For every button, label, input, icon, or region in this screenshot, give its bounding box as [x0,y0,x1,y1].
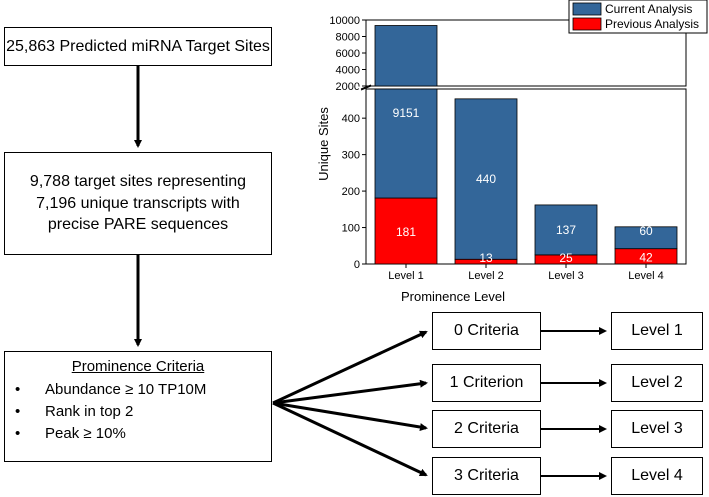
y-tick-label: 4000 [336,65,360,77]
x-tick-label: Level 3 [548,270,583,282]
criteria-box-3: 3 Criteria [432,457,541,495]
level-label: Level 3 [631,420,683,437]
data-label-previous: 181 [396,225,416,239]
legend-frame [568,0,708,34]
criteria-box-1: 1 Criterion [432,364,541,402]
data-label-previous: 42 [639,250,653,264]
total-sites-box: 25,863 Predicted miRNA Target Sites [4,27,272,66]
level-box-2: Level 2 [611,364,703,402]
x-axis-title: Prominence Level [401,289,505,304]
legend-swatch-previous [572,17,602,31]
criteria-list: Abundance ≥ 10 TP10M Rank in top 2 Peak … [13,379,263,444]
level-box-3: Level 3 [611,410,703,448]
bar-current-upper [374,25,438,87]
y-tick-label: 200 [342,186,360,198]
level-label: Level 4 [631,467,683,484]
criteria-label: 0 Criteria [454,322,519,339]
chart-marks: 0 100 200 300 400 2000 4000 6000 8000 10000Level … [329,15,694,282]
data-label-previous: 25 [559,251,573,265]
data-label-current: 137 [556,223,576,237]
axis-break-gap [358,86,694,89]
level-box-1: Level 1 [611,312,703,350]
upper-axis-frame [365,19,687,87]
criteria-item-rank: Rank in top 2 [13,401,263,423]
y-tick-label: 300 [342,150,360,162]
legend-label-current: Current Analysis [605,2,692,16]
lower-axis-frame [365,88,687,265]
data-label-current: 9151 [393,106,420,120]
bar-previous [374,197,438,265]
criteria-title: Prominence Criteria [71,358,205,375]
legend-swatch-current [572,2,602,16]
y-tick-label: 2000 [336,81,360,93]
legend: Current Analysis Previous Analysis [568,0,708,34]
x-tick-label: Level 2 [468,270,503,282]
x-tick-label: Level 1 [388,270,423,282]
total-sites-text: 25,863 Predicted miRNA Target Sites [6,37,270,55]
criteria-item-peak: Peak ≥ 10% [13,423,263,445]
arrow-branch-2 [272,401,428,431]
y-tick-label: 400 [342,113,360,125]
criteria-label: 3 Criteria [454,467,519,484]
criteria-box-2: 2 Criteria [432,410,541,448]
data-label-current: 440 [476,172,496,186]
bar-previous [614,248,678,265]
criteria-box-0: 0 Criteria [432,312,541,350]
data-label-current: 60 [639,224,653,238]
y-tick-label: 6000 [336,48,360,60]
criteria-item-abundance: Abundance ≥ 10 TP10M [13,379,263,401]
bar-current [614,226,678,250]
level-label: Level 2 [631,374,683,391]
bar-previous [454,258,518,265]
arrow-branch-3 [272,401,428,477]
pare-sites-box: 9,788 target sites representing 7,196 un… [4,152,272,255]
y-tick-label: 0 [354,259,360,271]
criteria-label: 2 Criteria [454,420,519,437]
data-label-previous: 13 [479,251,493,265]
y-axis-title: Unique Sites [316,107,331,181]
x-tick-label: Level 4 [628,270,663,282]
axis-break-mark [360,84,372,90]
level-label: Level 1 [631,322,683,339]
axis-break-mark [360,85,372,91]
pare-sites-text: 9,788 target sites representing 7,196 un… [29,173,247,234]
y-tick-label: 10000 [329,15,360,27]
bar-current [534,204,598,256]
bar-current-lower [374,88,438,199]
bar-current [454,98,518,260]
criteria-label: 1 Criterion [449,374,524,391]
arrow-branch-1 [272,379,428,405]
prominence-criteria-box: Prominence Criteria Abundance ≥ 10 TP10M… [4,351,272,462]
level-box-4: Level 4 [611,457,703,495]
y-tick-label: 100 [342,223,360,235]
bar-previous [534,254,598,265]
arrow-branch-0 [272,330,428,405]
y-tick-label: 8000 [336,32,360,44]
legend-label-previous: Previous Analysis [605,17,699,31]
